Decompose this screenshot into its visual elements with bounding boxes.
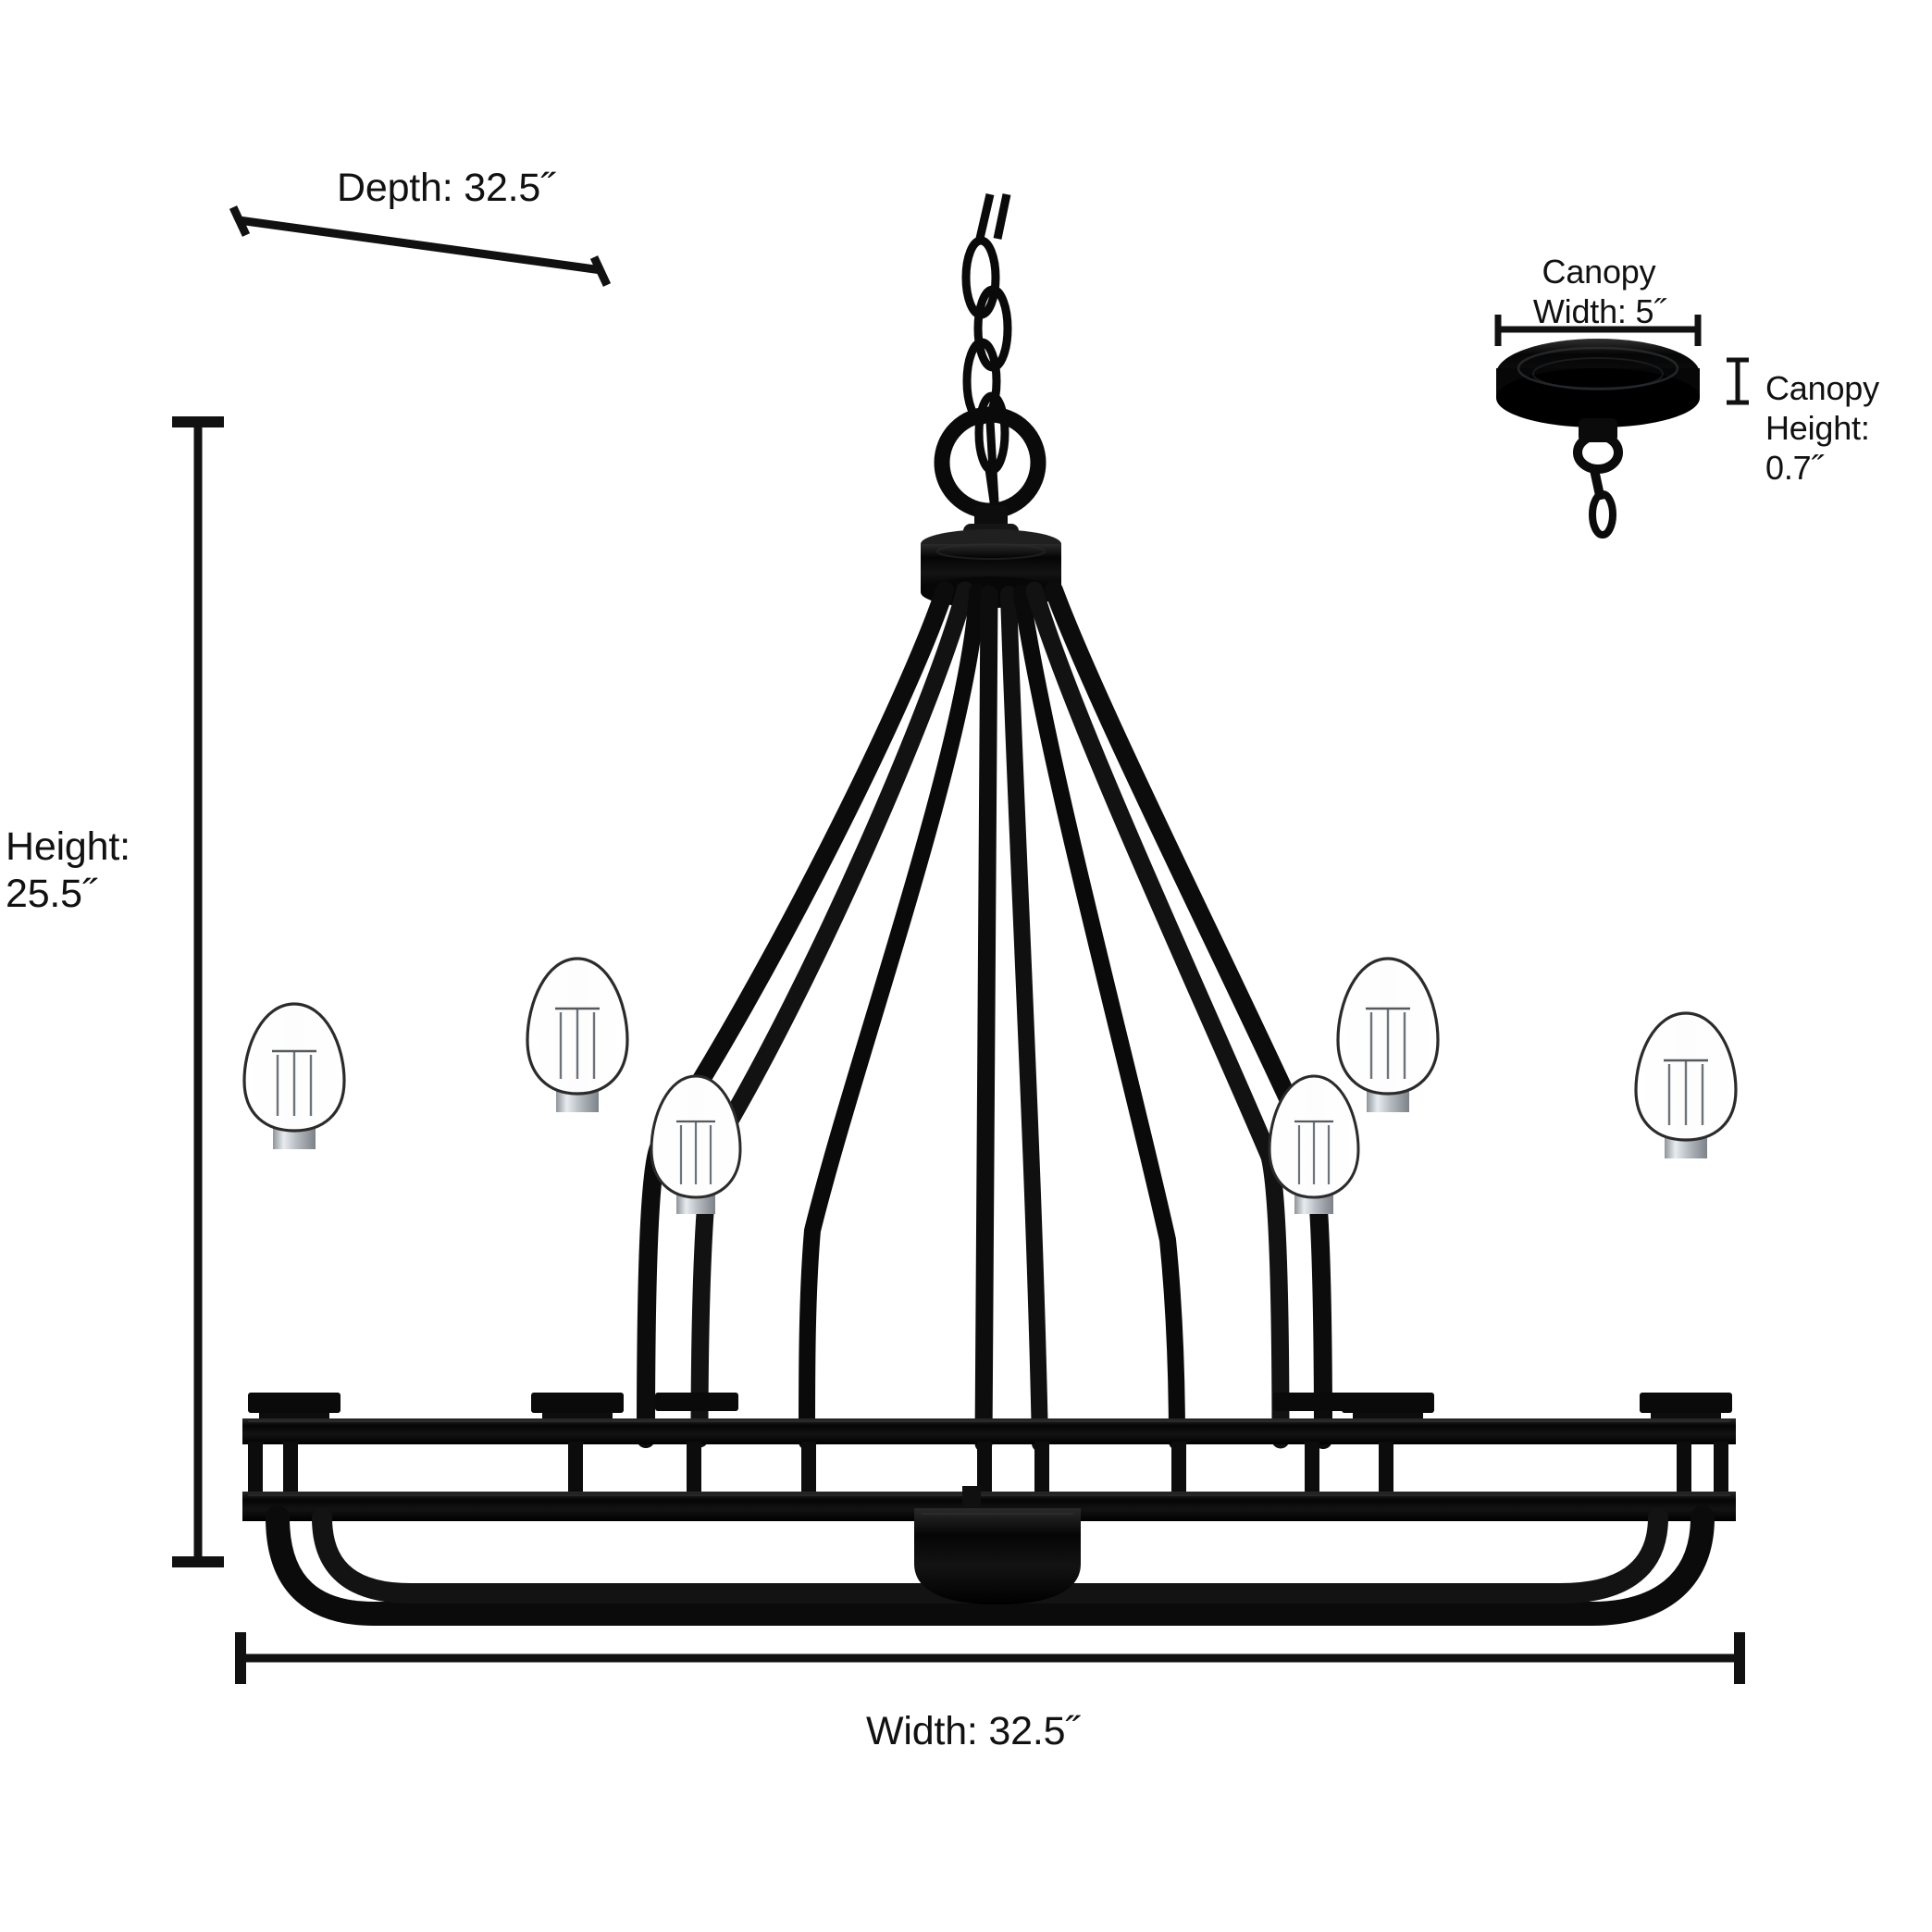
width-label: Width: 32.5˝ (866, 1709, 1079, 1753)
canopy-height-label: Canopy Height: 0.7˝ (1765, 369, 1879, 488)
frame-upper-rail (242, 1418, 1736, 1444)
candle-arm-5 (1336, 957, 1440, 1424)
height-label: Height: 25.5˝ (6, 824, 130, 916)
width-dimension-line (235, 1632, 1745, 1684)
bottom-finial (914, 1486, 1081, 1604)
frame-struts (248, 1442, 1728, 1499)
canopy-width-label: Canopy Width: 5˝ (1532, 253, 1666, 331)
height-dimension-line (172, 416, 224, 1567)
depth-dimension-line (229, 205, 612, 287)
candle-arm-4 (1268, 1074, 1360, 1411)
candle-arm-2 (526, 957, 629, 1424)
canopy-illustration (1496, 339, 1700, 539)
frame-lower-rail (242, 1492, 1736, 1521)
frame-curved-band (266, 1505, 1715, 1626)
depth-label: Depth: 32.5˝ (337, 166, 554, 210)
canopy-width-dimension-line (1494, 315, 1702, 346)
candle-arm-3 (650, 1074, 742, 1411)
canopy-height-dimension-line (1727, 357, 1749, 405)
candle-arm-6 (1634, 1011, 1738, 1424)
candle-arm-1 (242, 1002, 346, 1424)
